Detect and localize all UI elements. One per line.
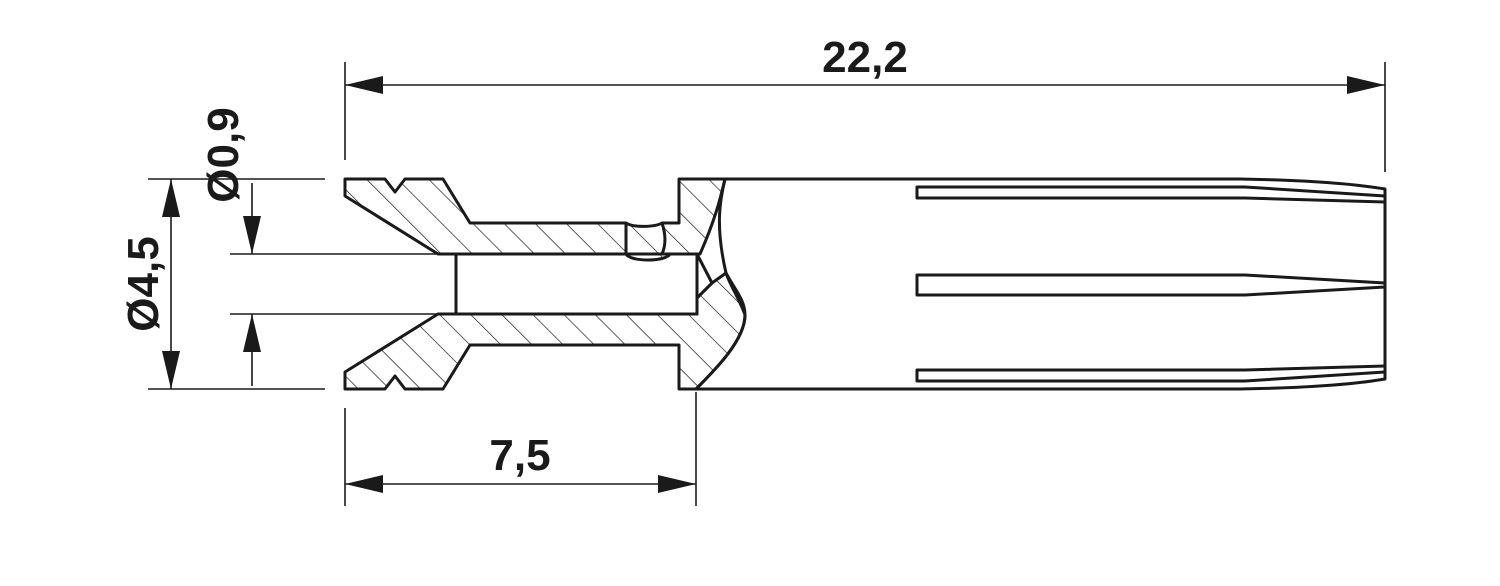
crimp-barrel-section xyxy=(343,177,747,391)
bore-diameter-dimension: Ø0,9 xyxy=(199,107,261,386)
overall-length-dimension: 22,2 xyxy=(345,33,1385,94)
break-line xyxy=(694,178,747,391)
overall-length-label: 22,2 xyxy=(822,33,908,82)
sleeve-outline xyxy=(696,177,1387,391)
wire-bore xyxy=(454,252,699,316)
upper-wall-section xyxy=(343,177,727,262)
extension-lines xyxy=(148,62,1386,506)
upper-slot xyxy=(915,185,1386,204)
middle-slot xyxy=(915,273,1386,297)
lower-wall-section xyxy=(343,271,747,391)
outer-diameter-dimension: Ø4,5 xyxy=(119,179,180,389)
contact-sleeve xyxy=(694,177,1387,391)
lower-slot xyxy=(915,364,1386,383)
bore-diameter-label: Ø0,9 xyxy=(199,107,248,202)
crimp-length-label: 7,5 xyxy=(489,431,550,480)
outer-diameter-label: Ø4,5 xyxy=(119,236,168,331)
crimp-length-dimension: 7,5 xyxy=(345,431,696,493)
